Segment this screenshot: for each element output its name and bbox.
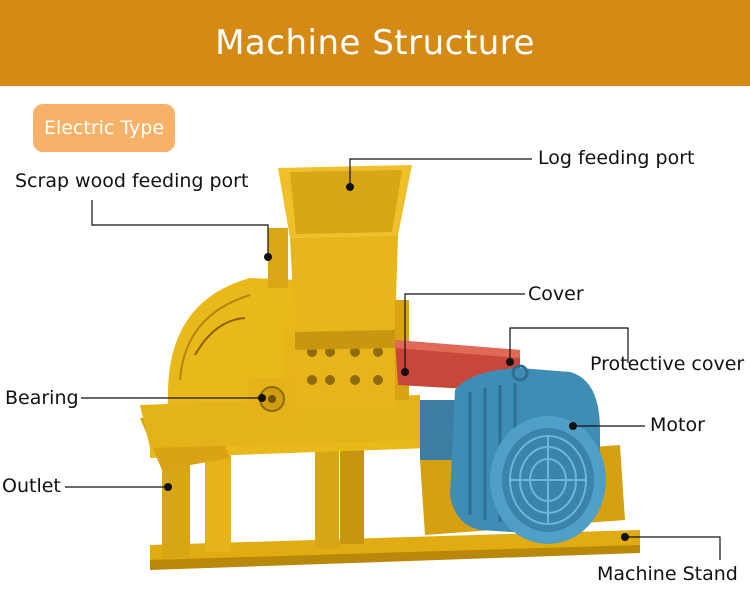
label-machine-stand: Machine Stand bbox=[597, 563, 738, 585]
label-bearing: Bearing bbox=[5, 387, 79, 409]
label-scrap-wood-feeding-port: Scrap wood feeding port bbox=[15, 170, 248, 192]
label-protective-cover: Protective cover bbox=[590, 353, 744, 375]
bearing-graphic bbox=[248, 378, 296, 420]
label-outlet: Outlet bbox=[2, 475, 61, 497]
label-motor: Motor bbox=[650, 414, 705, 436]
hopper-graphic bbox=[278, 165, 412, 350]
label-log-feeding-port: Log feeding port bbox=[538, 147, 694, 169]
label-cover: Cover bbox=[528, 283, 584, 305]
